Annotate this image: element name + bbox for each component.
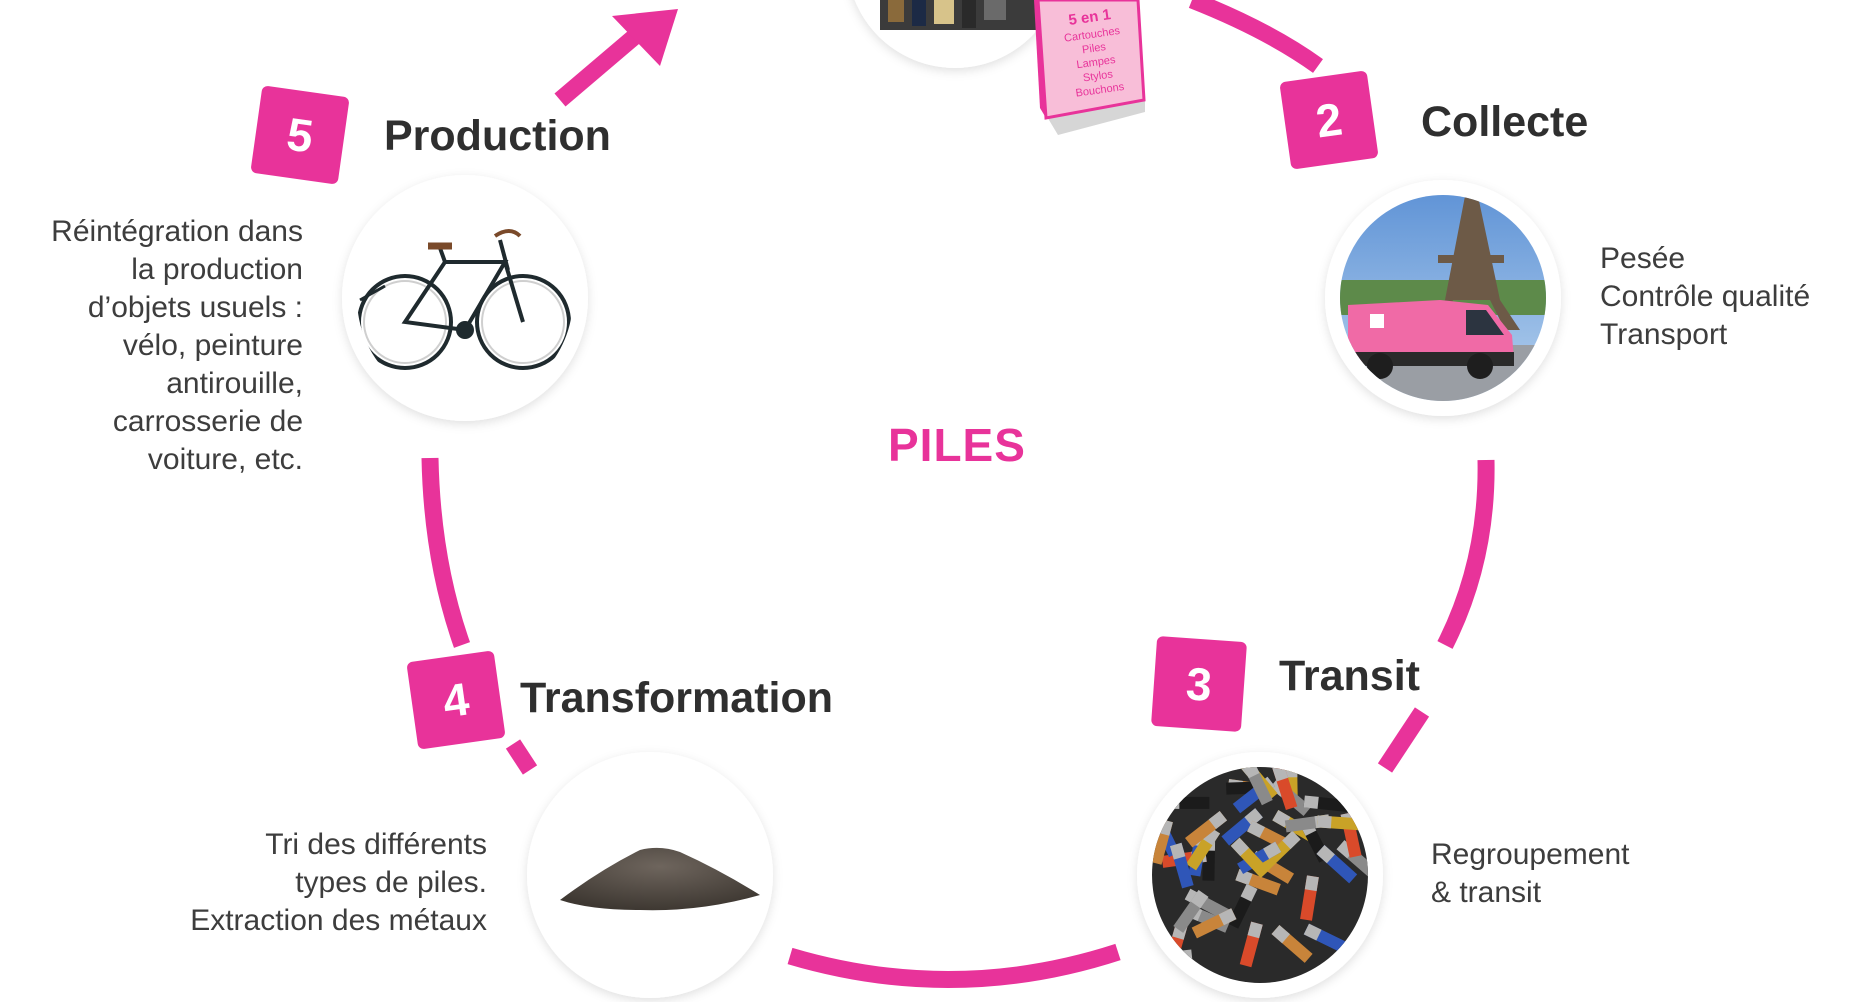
center-label: PILES (888, 419, 1026, 471)
step-3-title: Transit (1279, 652, 1420, 700)
battery-shape (1271, 924, 1313, 963)
arc-segment-left-low (505, 739, 538, 775)
badge-step-4: 4 (407, 651, 505, 749)
arc-segment-right-low (1377, 707, 1430, 773)
battery-shape (1242, 767, 1273, 806)
cycle-arrow (554, 9, 678, 107)
badge-number: 3 (1184, 657, 1213, 711)
battery-shape (1221, 808, 1263, 846)
badge-step-2: 2 (1280, 71, 1378, 169)
battery-shape (1237, 841, 1282, 874)
step-5-description: Réintégration dans la production d’objet… (0, 213, 303, 479)
badge-step-5: 5 (251, 86, 349, 184)
collection-box (1034, 0, 1146, 135)
photo-ring-5 (342, 175, 588, 421)
description-line: Réintégration dans (51, 215, 303, 248)
bicycle-photo (357, 229, 571, 370)
battery-shape (1169, 842, 1194, 889)
description-line: d’objets usuels : (87, 291, 303, 324)
description-line: & transit (1431, 876, 1542, 909)
arc-segment-top-right (1188, 0, 1323, 73)
description-line: carrosserie de (112, 405, 303, 438)
description-line: types de piles. (295, 866, 487, 899)
battery-shape (1230, 837, 1270, 879)
metal-powder-heap-photo (560, 847, 760, 911)
description-line: antirouille, (166, 367, 303, 400)
step-2-title: Collecte (1421, 98, 1589, 146)
step-5-title: Production (384, 112, 611, 160)
step-4-description: Tri des différents types de piles. Extra… (100, 826, 487, 940)
step-4-title: Transformation (520, 674, 833, 722)
battery-shape (1303, 923, 1349, 954)
battery-shape (1186, 826, 1221, 871)
description-line: Transport (1600, 318, 1728, 351)
arc-segment-left (421, 457, 471, 648)
collection-box-item: Lampes (1076, 54, 1117, 71)
step-badges: 2 3 4 5 (251, 71, 1378, 749)
arc-segment-bottom (787, 943, 1121, 989)
collection-box-heading: 5 en 1 (1067, 6, 1111, 29)
battery-shape (1300, 875, 1319, 921)
step-1-photo (854, 0, 1056, 68)
step-3-description: Regroupement & transit (1431, 836, 1629, 912)
battery-shape (1316, 815, 1362, 831)
cycle-arc (421, 0, 1495, 989)
battery-shape (1185, 810, 1228, 848)
description-line: Regroupement (1431, 838, 1630, 871)
battery-shape (1235, 868, 1281, 896)
description-line: la production (131, 253, 303, 286)
description-line: Pesée (1600, 242, 1686, 275)
battery-shape (1316, 844, 1358, 884)
battery-shape (1191, 908, 1237, 939)
battery-shape (1173, 889, 1209, 933)
description-line: Tri des différents (265, 828, 487, 861)
step-2-description: Pesée Contrôle qualité Transport (1600, 240, 1810, 354)
description-line: voiture, etc. (147, 443, 303, 476)
collection-box-item: Piles (1081, 41, 1107, 56)
battery-shape (1260, 830, 1301, 870)
description-line: Extraction des métaux (190, 904, 487, 937)
description-line: Contrôle qualité (1600, 280, 1811, 313)
collection-box-item: Stylos (1082, 68, 1114, 84)
battery-shape (1239, 921, 1263, 968)
arc-segment-right (1437, 459, 1495, 649)
description-line: vélo, peinture (122, 329, 303, 362)
badge-step-3: 3 (1151, 636, 1247, 732)
